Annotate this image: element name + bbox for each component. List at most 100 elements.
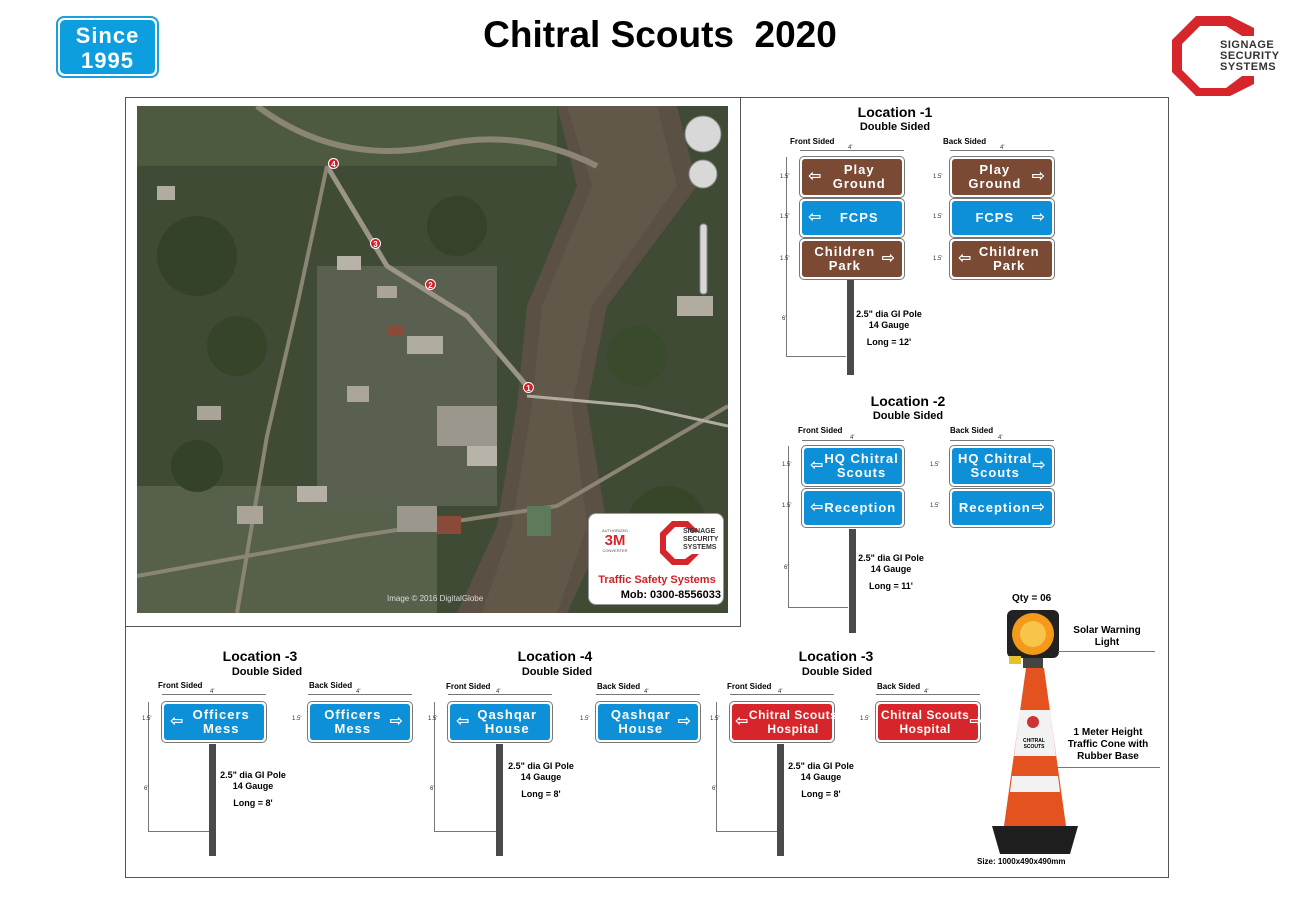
- arrow-right-icon: ⇨: [1031, 209, 1046, 226]
- height-dimension: 1.5': [933, 256, 943, 262]
- sign-text: HQ Chitral Scouts: [824, 451, 899, 480]
- width-dimension: 4': [778, 689, 783, 695]
- dimension-line: [950, 150, 1054, 154]
- sign-hospital-front: ⇦Chitral Scouts Hospital: [730, 702, 838, 742]
- width-dimension: 4': [496, 689, 501, 695]
- sign-pole: [209, 744, 216, 856]
- pole-spec: 2.5" dia GI Pole 14 Gauge Long = 12': [856, 309, 922, 347]
- sign-qashqar-front: ⇦Qashqar House: [448, 702, 552, 742]
- sign-play-ground-back: Play Ground ⇨: [950, 157, 1054, 197]
- sign-text: Reception: [824, 500, 897, 515]
- since-line1: Since: [75, 23, 140, 48]
- octagon-c-icon: [660, 521, 699, 565]
- arrow-left-icon: ⇦: [958, 250, 973, 267]
- back-sided-label: Back Sided: [950, 426, 994, 435]
- sign-hq-back: HQ Chitral Scouts⇨: [950, 446, 1054, 486]
- ad-slogan: Traffic Safety Systems: [598, 574, 716, 586]
- sign-fcps-back: FCPS ⇨: [950, 199, 1054, 237]
- sign-reception-front: ⇦Reception: [802, 489, 904, 527]
- pole-spec: 2.5" dia GI Pole 14 Gauge Long = 11': [858, 553, 924, 591]
- location-2-title: Location -2: [870, 393, 946, 409]
- front-sided-label: Front Sided: [790, 137, 835, 146]
- location-2-subtitle: Double Sided: [872, 410, 944, 422]
- sign-text: Reception: [958, 500, 1031, 515]
- sign-text: FCPS: [975, 210, 1015, 225]
- cone-label: CHITRAL SCOUTS: [1023, 738, 1045, 750]
- dimension-line: [786, 356, 846, 357]
- sign-text: Chitral Scouts Hospital: [748, 708, 838, 736]
- map-marker[interactable]: 3: [370, 238, 381, 249]
- traffic-cone: CHITRAL SCOUTS: [990, 666, 1080, 856]
- ad-brand-line1: SIGNAGE: [683, 528, 716, 535]
- front-sided-label: Front Sided: [446, 682, 491, 691]
- height-dimension: 1.5': [930, 503, 940, 509]
- callout-line: [1050, 767, 1160, 768]
- sign-officers-mess-back: Officers Mess⇨: [308, 702, 412, 742]
- dimension-line: [596, 694, 700, 698]
- dimension-line: [788, 607, 848, 608]
- solar-light-icon: [1007, 610, 1059, 668]
- ad-mobile: Mob: 0300-8556033: [620, 589, 721, 601]
- pole-dimension: 6': [784, 565, 789, 571]
- arrow-left-icon: ⇦: [456, 713, 471, 730]
- pole-spec: 2.5" dia GI Pole 14 Gauge Long = 8': [788, 761, 854, 799]
- arrow-right-icon: ⇨: [1031, 168, 1046, 185]
- sign-qashqar-back: Qashqar House⇨: [596, 702, 700, 742]
- qty-label: Qty = 06: [1012, 593, 1052, 604]
- dimension-line: [730, 694, 834, 698]
- dimension-line: [802, 440, 904, 444]
- satellite-map[interactable]: 1 2 3 4 Image © 2016 DigitalGlobe AUTHOR…: [137, 106, 728, 613]
- height-dimension: 1.5': [580, 716, 590, 722]
- arrow-left-icon: ⇦: [808, 168, 823, 185]
- front-sided-label: Front Sided: [798, 426, 843, 435]
- dimension-line: [434, 702, 435, 832]
- sign-text: Officers Mess: [324, 707, 382, 736]
- arrow-left-icon: ⇦: [810, 457, 825, 474]
- sign-text: Play Ground: [968, 162, 1022, 191]
- since-badge: Since 1995: [56, 16, 159, 78]
- sign-hospital-back: Chitral Scouts Hospital⇨: [876, 702, 983, 742]
- sign-text: Children Park: [814, 244, 876, 273]
- height-dimension: 1.5': [780, 214, 790, 220]
- height-dimension: 1.5': [142, 716, 152, 722]
- since-badge-inner: Since 1995: [60, 20, 155, 74]
- location-3a-title: Location -3: [222, 648, 298, 664]
- map-marker[interactable]: 2: [425, 279, 436, 290]
- arrow-right-icon: ⇨: [1032, 457, 1047, 474]
- dimension-line: [786, 157, 787, 357]
- height-dimension: 1.5': [428, 716, 438, 722]
- arrow-left-icon: ⇦: [808, 209, 823, 226]
- 3m-badge: AUTHORIZED 3M CONVERTER: [602, 528, 628, 553]
- dimension-line: [800, 150, 904, 154]
- sign-text: Qashqar House: [610, 707, 671, 736]
- height-dimension: 1.5': [292, 716, 302, 722]
- solar-light-label: Solar Warning Light: [1073, 625, 1141, 648]
- width-dimension: 4': [848, 145, 853, 151]
- map-marker[interactable]: 4: [328, 158, 339, 169]
- brand-line3: SYSTEMS: [1220, 61, 1277, 73]
- brand-line1: SIGNAGE: [1220, 39, 1275, 51]
- sign-play-ground-front: ⇦Play Ground: [800, 157, 904, 197]
- sign-text: Officers Mess: [192, 707, 250, 736]
- dimension-line: [162, 694, 266, 698]
- front-sided-label: Front Sided: [158, 681, 203, 690]
- location-1-title: Location -1: [857, 104, 933, 120]
- map-marker[interactable]: 1: [523, 382, 534, 393]
- pole-dimension: 6': [782, 316, 787, 322]
- sign-hq-front: ⇦HQ Chitral Scouts: [802, 446, 904, 486]
- sign-children-park-back: ⇦Children Park: [950, 239, 1054, 279]
- arrow-left-icon: ⇦: [735, 713, 749, 730]
- location-4-title: Location -4: [517, 648, 593, 664]
- back-sided-label: Back Sided: [597, 682, 641, 691]
- dimension-line: [950, 440, 1054, 444]
- sign-officers-mess-front: ⇦Officers Mess: [162, 702, 266, 742]
- sign-reception-back: Reception⇨: [950, 489, 1054, 527]
- sign-pole: [496, 744, 503, 856]
- height-dimension: 1.5': [782, 503, 792, 509]
- width-dimension: 4': [644, 689, 649, 695]
- arrow-right-icon: ⇨: [1031, 499, 1046, 516]
- width-dimension: 4': [998, 435, 1003, 441]
- ad-brand-line3: SYSTEMS: [683, 544, 717, 551]
- sign-pole: [849, 529, 856, 633]
- width-dimension: 4': [924, 689, 929, 695]
